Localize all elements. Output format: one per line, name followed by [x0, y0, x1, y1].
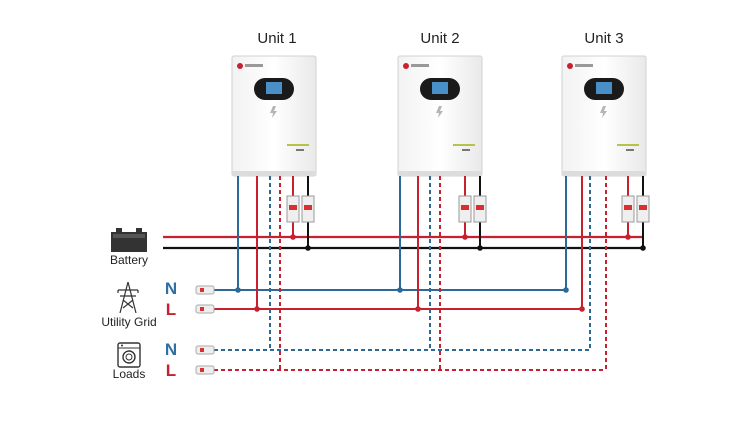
grid-line-letter: L — [165, 300, 177, 319]
battery-icon — [111, 228, 147, 252]
bolt-icon — [436, 106, 443, 118]
bolt-icon — [600, 106, 607, 118]
connector-icon — [195, 285, 215, 375]
inverter-unit-1 — [231, 55, 317, 177]
brand-logo-icon — [567, 63, 573, 69]
utility-grid-label: Utility Grid — [101, 315, 157, 329]
unit-3-wiring — [565, 176, 644, 370]
loads-neutral-letter: N — [164, 340, 178, 359]
unit-1-title: Unit 1 — [257, 30, 297, 47]
junction-dots — [235, 234, 646, 312]
inverter-unit-2 — [397, 55, 483, 177]
breaker-icon — [458, 195, 487, 223]
bolt-icon — [270, 106, 277, 118]
unit-3-title: Unit 3 — [584, 30, 624, 47]
brand-logo-icon — [237, 63, 243, 69]
loads-label: Loads — [112, 367, 146, 381]
breaker-icon — [621, 195, 650, 223]
battery-label: Battery — [109, 253, 148, 267]
transmission-tower-icon — [117, 281, 139, 314]
loads-line-letter: L — [165, 361, 177, 380]
grid-neutral-letter: N — [164, 279, 178, 298]
washing-machine-icon — [117, 342, 141, 368]
brand-logo-icon — [403, 63, 409, 69]
breaker-icon — [286, 195, 315, 223]
inverter-unit-3 — [561, 55, 647, 177]
unit-2-title: Unit 2 — [420, 30, 460, 47]
